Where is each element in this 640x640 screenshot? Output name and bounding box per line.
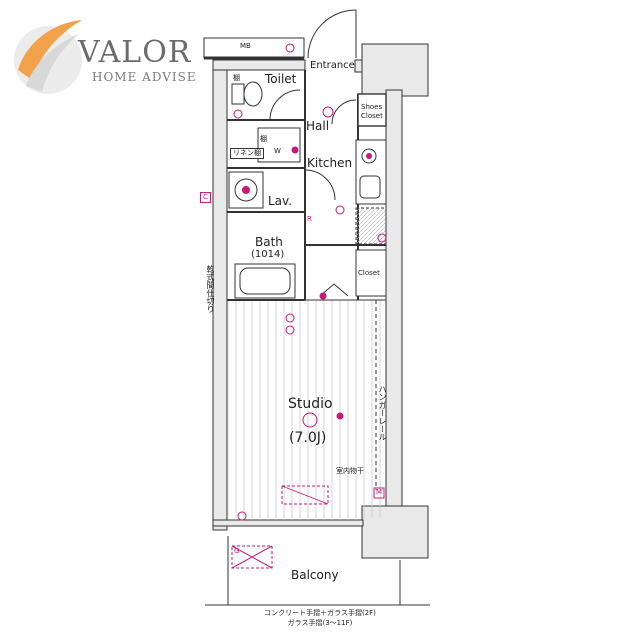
mb-strip bbox=[203, 37, 305, 60]
entrance-label: Entrance bbox=[310, 60, 355, 71]
closet-area bbox=[355, 249, 387, 297]
shelf-label: 棚 bbox=[233, 74, 240, 82]
bath-size-label: (1014) bbox=[251, 249, 285, 260]
shoes-closet-label-line1: Shoes bbox=[361, 103, 383, 111]
drying-hook-marker bbox=[281, 485, 329, 505]
electrical-markers bbox=[233, 43, 387, 521]
studio-label: Studio bbox=[288, 396, 333, 412]
closet-label: Closet bbox=[358, 269, 380, 277]
valor-logo: VALOR HOME ADVISE bbox=[8, 8, 198, 98]
balcony bbox=[205, 536, 430, 606]
toilet-label: Toilet bbox=[265, 72, 297, 86]
hanger-rail-label: ハンガーレール bbox=[378, 385, 387, 441]
washer-space bbox=[257, 127, 301, 163]
linen-shelf-label: リネン棚 bbox=[230, 148, 264, 159]
balcony-label: Balcony bbox=[291, 568, 339, 582]
c-marker-label: C bbox=[200, 192, 211, 203]
r-marker-label: R bbox=[307, 215, 312, 223]
logo-tagline: HOME ADVISE bbox=[92, 70, 197, 84]
dry-partition-label: 乾式間仕切り bbox=[206, 265, 215, 313]
hall-label: Hall bbox=[306, 119, 330, 133]
doors bbox=[269, 9, 357, 297]
bathtub bbox=[234, 263, 296, 299]
railing-caption: コンクリート手摺＋ガラス手摺(2F) ガラス手摺(3〜11F) bbox=[200, 608, 440, 628]
washer-label: W bbox=[274, 147, 281, 155]
kitchen-label: Kitchen bbox=[307, 156, 353, 170]
shelf-label-washroom: 棚 bbox=[260, 135, 267, 143]
shoes-closet-label-line2: Closet bbox=[361, 112, 383, 120]
studio-size-label: (7.0J) bbox=[289, 430, 327, 446]
railing-caption-line1: コンクリート手摺＋ガラス手摺(2F) bbox=[264, 609, 376, 617]
outer-walls bbox=[212, 43, 429, 559]
logo-swoosh-icon bbox=[14, 20, 82, 94]
studio-floor bbox=[228, 300, 386, 518]
refrigerator-space bbox=[355, 207, 387, 245]
bath-label: Bath bbox=[255, 235, 283, 249]
logo-brand-name: VALOR bbox=[78, 35, 192, 70]
mb-label: MB bbox=[240, 42, 251, 50]
lav-label: Lav. bbox=[268, 194, 293, 208]
lavatory-sink bbox=[228, 171, 264, 209]
g-marker-label: G bbox=[234, 547, 240, 555]
kitchen-counter bbox=[355, 139, 387, 205]
toilet-fixture bbox=[231, 81, 263, 107]
indoor-drying-label: 室内物干 bbox=[336, 467, 364, 475]
m-marker-label: M bbox=[376, 488, 383, 496]
railing-caption-line2: ガラス手摺(3〜11F) bbox=[287, 619, 353, 627]
